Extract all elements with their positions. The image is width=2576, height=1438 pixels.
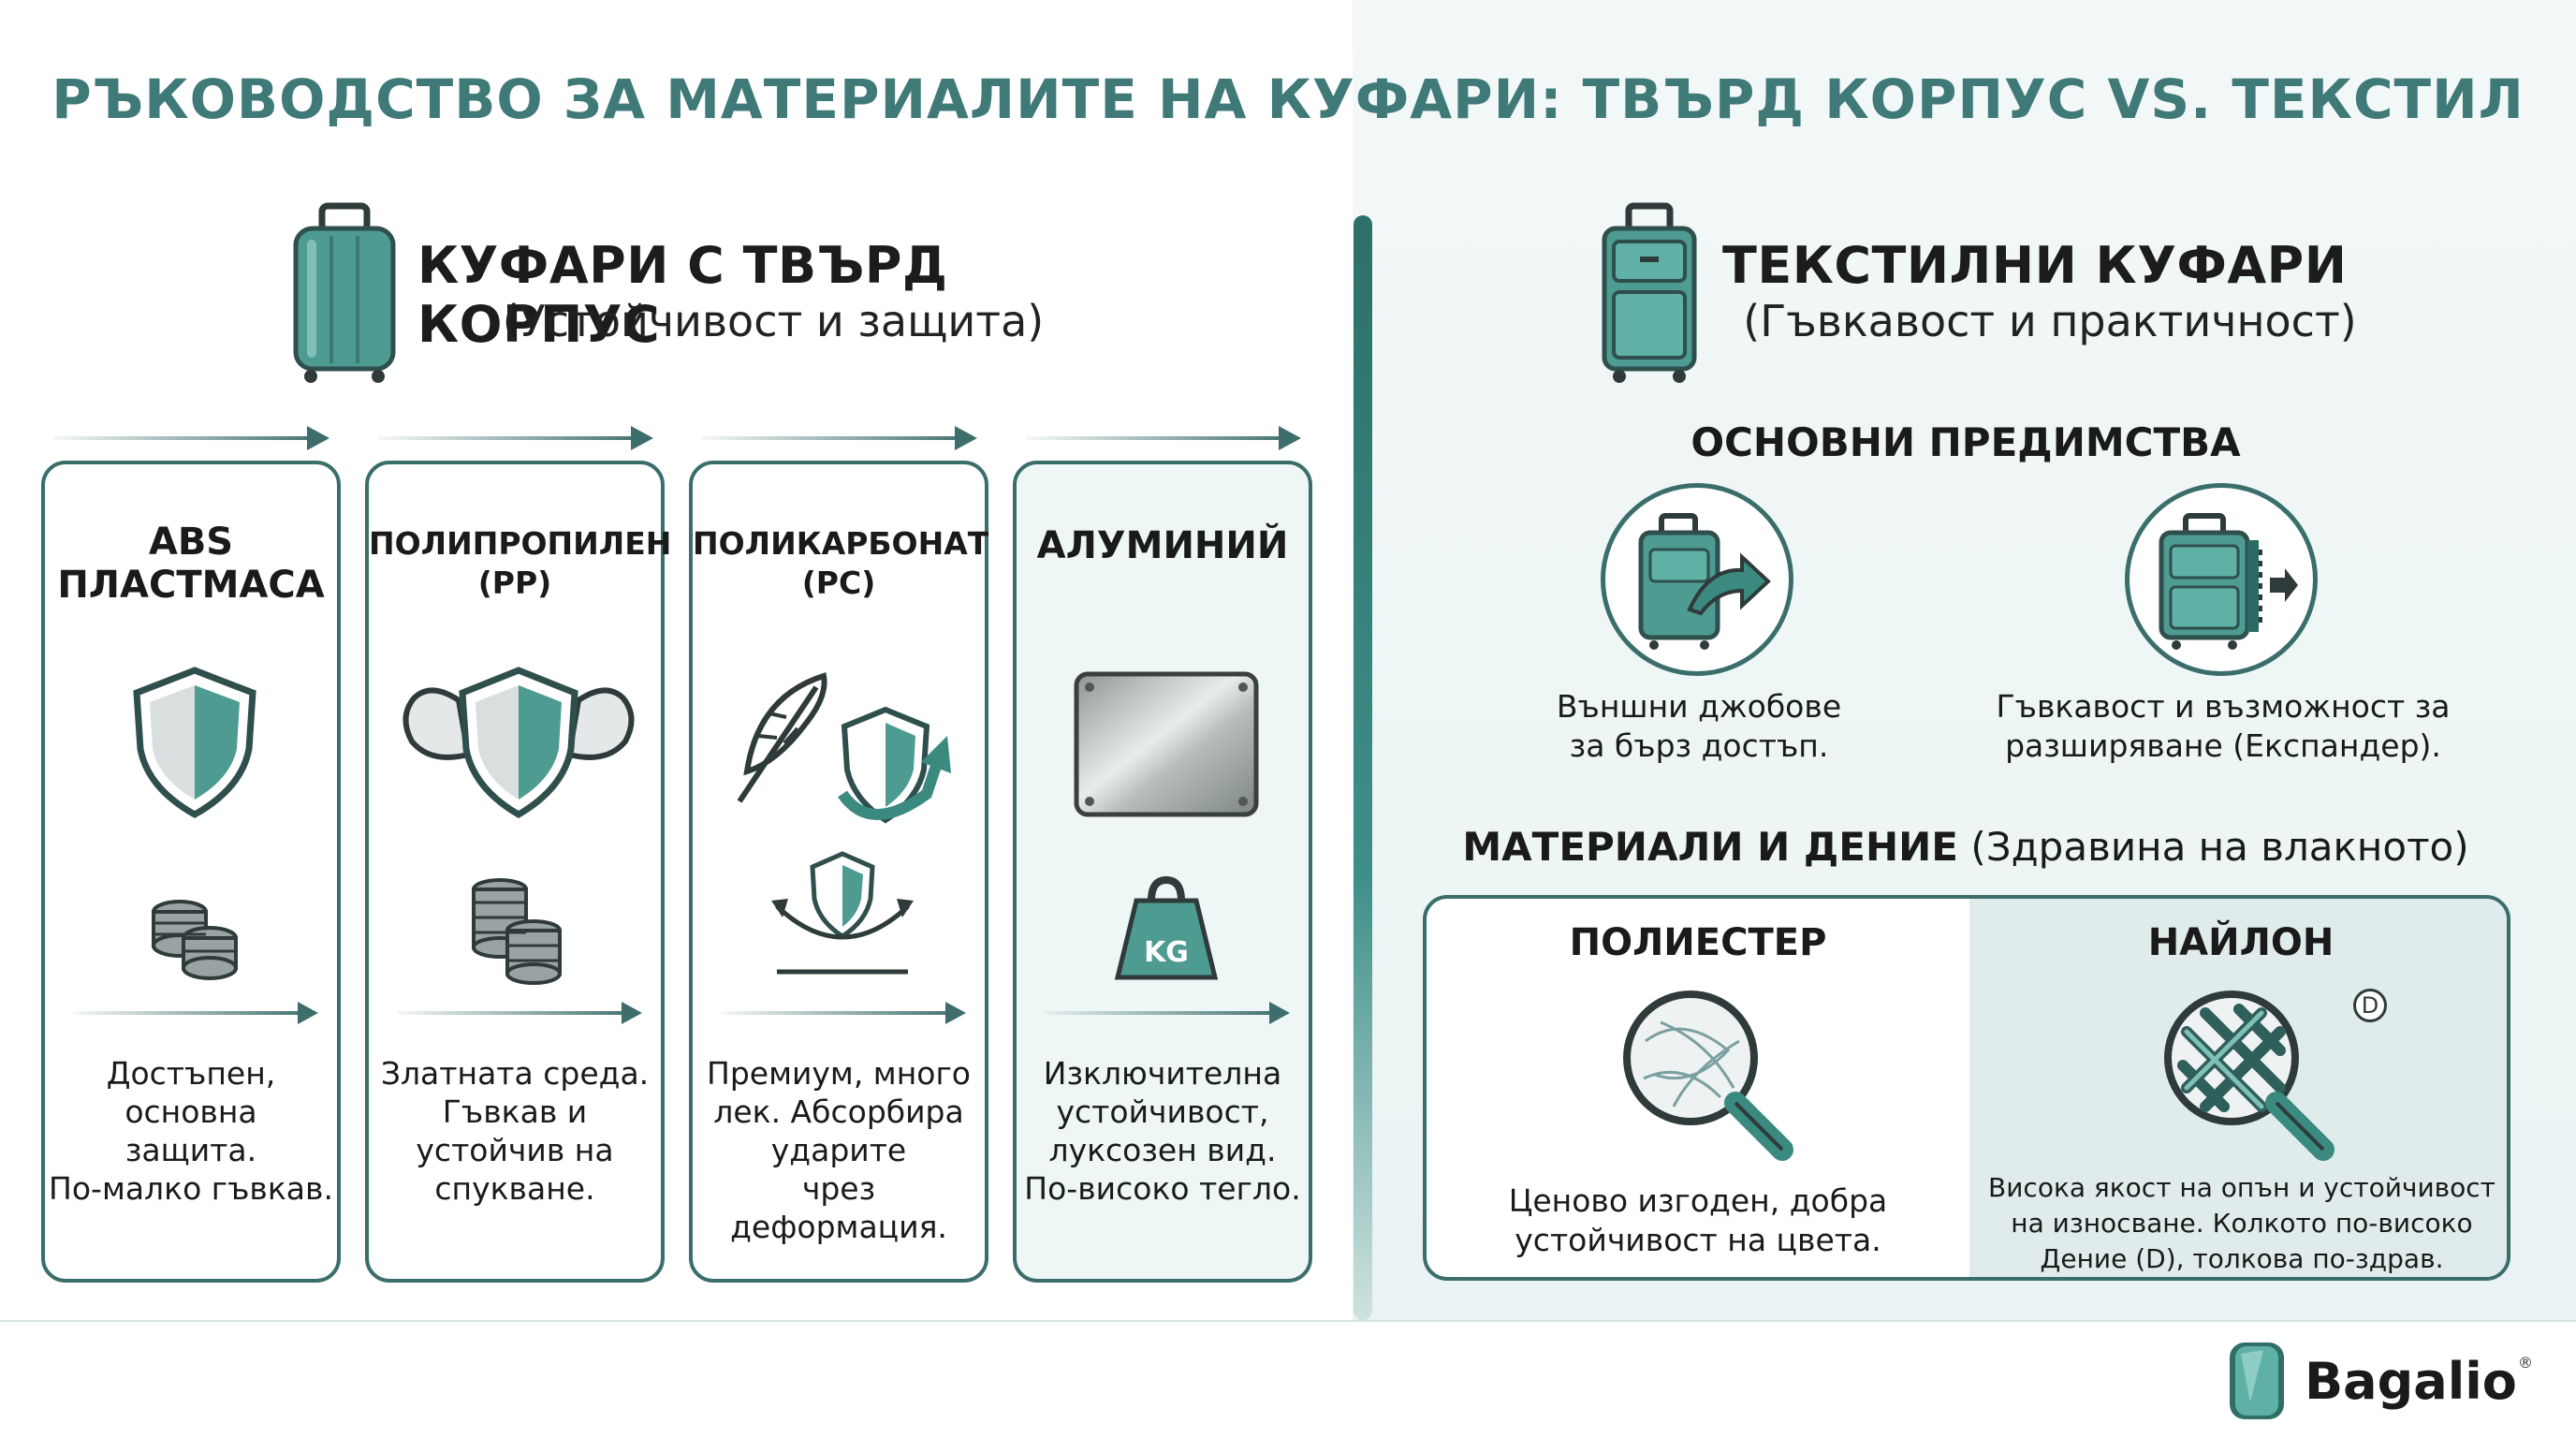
card-description: Изключителна устойчивост, луксозен вид. …: [1024, 1055, 1301, 1207]
material-card-pp: ПОЛИПРОПИЛЕН (PP) Златната среда. Гъвкав…: [365, 461, 672, 1283]
flow-arrow: [54, 426, 329, 450]
softside-subtitle: (Гъвкавост и практичност): [1743, 296, 2357, 346]
nylon-description: Висока якост на опън и устойчивост на из…: [1988, 1172, 2496, 1274]
nylon-title: НАЙЛОН: [2147, 921, 2334, 964]
coins-icon: [472, 878, 562, 985]
metal-plate-icon: [1074, 671, 1259, 817]
advantage-icon-circle: [1601, 483, 1793, 676]
card-title: ПОЛИКАРБОНАТ (PC): [693, 525, 989, 601]
polyester-title: ПОЛИЕСТЕР: [1569, 921, 1827, 964]
feather-icon: [737, 672, 827, 803]
strong-shield-icon: [402, 667, 635, 819]
advantage-icon-circle: [2125, 483, 2318, 676]
material-card-abs: ABS ПЛАСТМАСА Достъпен, основна защита. …: [41, 461, 341, 1283]
card-title: ABS ПЛАСТМАСА: [57, 521, 325, 607]
polyester-magnifier-icon: [1623, 990, 1793, 1161]
card-title: ПОЛИПРОПИЛЕН (PP): [369, 525, 672, 601]
hardshell-subtitle: (Устойчивост и защита): [502, 296, 1045, 346]
weight-label: KG: [1144, 936, 1189, 969]
softside-header: ТЕКСТИЛНИ КУФАРИ: [1722, 236, 2396, 295]
softside-title: ТЕКСТИЛНИ КУФАРИ: [1722, 236, 2348, 295]
advantage-label: Гъвкавост и възможност за разширяване (Е…: [1996, 688, 2451, 764]
brand-name: Bagalio: [2305, 1352, 2517, 1411]
flow-arrow: [378, 426, 653, 450]
footer-divider: [0, 1320, 2576, 1322]
denier-badge: D: [2353, 989, 2387, 1022]
card-arrow: [397, 1002, 642, 1024]
materials-heading: МАТЕРИАЛИ И ДЕНИЕ (Здравина на влакното): [1462, 824, 2469, 870]
brand-logo: Bagalio ®: [2217, 1333, 2535, 1427]
impact-shield-icon: [771, 851, 914, 975]
card-arrow: [721, 1002, 966, 1024]
pocket-suitcase-icon: [1638, 513, 1771, 650]
coins-icon: [152, 900, 238, 980]
nylon-magnifier-icon: [2164, 990, 2334, 1161]
advantage-label: Външни джобове за бърз достъп.: [1556, 688, 1842, 764]
hardshell-header: КУФАРИ С ТВЪРД КОРПУС: [417, 236, 1148, 354]
flow-arrow: [1026, 426, 1301, 450]
brand-registered-mark: ®: [2518, 1354, 2533, 1372]
bagalio-logo-icon: [2230, 1343, 2284, 1419]
materials-comparison-box: ПОЛИЕСТЕР НАЙЛОН D Ценово изгоден, добра…: [1423, 895, 2510, 1281]
polyester-description: Ценово изгоден, добра устойчивост на цве…: [1508, 1182, 1888, 1258]
material-card-aluminium: АЛУМИНИЙ KG Изключителна устойчивост, лу…: [1013, 461, 1312, 1283]
card-description: Златната среда. Гъвкав и устойчив на спу…: [380, 1055, 650, 1207]
card-description: Достъпен, основна защита. По-малко гъвка…: [49, 1055, 333, 1207]
card-description: Премиум, много лек. Абсорбира ударите чр…: [707, 1055, 971, 1245]
page-title: РЪКОВОДСТВО ЗА МАТЕРИАЛИТЕ НА КУФАРИ: ТВ…: [51, 67, 2525, 131]
card-title: АЛУМИНИЙ: [1036, 524, 1289, 567]
advantages-heading: ОСНОВНИ ПРЕДИМСТВА: [1690, 419, 2241, 465]
hardshell-suitcase-icon: [293, 202, 396, 383]
flow-arrow: [702, 426, 977, 450]
weight-icon: [1114, 875, 1219, 980]
shield-arrow-icon: [838, 706, 951, 824]
hardshell-title: КУФАРИ С ТВЪРД КОРПУС: [417, 236, 948, 354]
center-divider: [1354, 215, 1372, 1320]
shield-icon: [133, 667, 256, 819]
expander-suitcase-icon: [2159, 513, 2298, 650]
card-arrow: [73, 1002, 318, 1024]
card-arrow: [1045, 1002, 1290, 1024]
softside-suitcase-icon: [1602, 202, 1697, 383]
material-card-pc: ПОЛИКАРБОНАТ (PC) Премиум, много лек. Аб…: [689, 461, 988, 1283]
